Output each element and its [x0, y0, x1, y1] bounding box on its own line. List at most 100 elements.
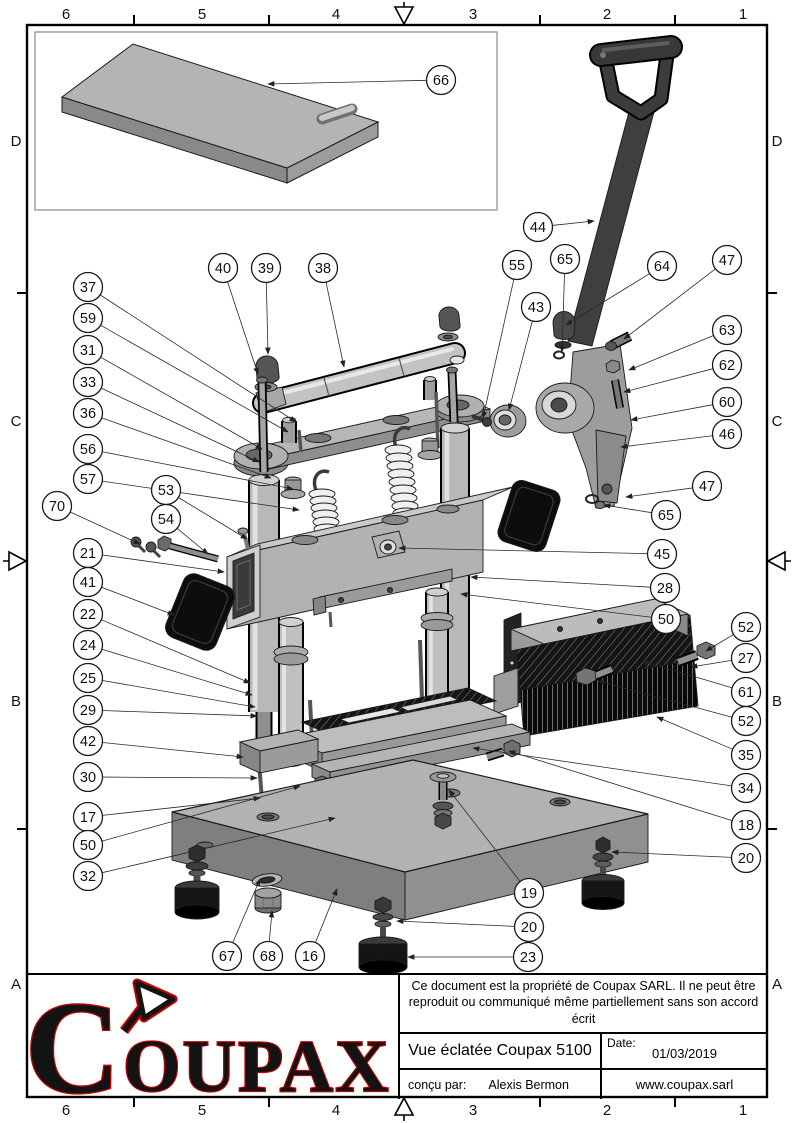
balloon-circle — [72, 629, 104, 661]
part-balloon-42: 42 — [72, 725, 104, 757]
part-balloon-65: 65 — [650, 499, 682, 531]
grid-label: B — [772, 693, 782, 710]
leader-line-70 — [70, 511, 141, 545]
part-balloon-21: 21 — [72, 537, 104, 569]
grid-label: 18 — [738, 818, 754, 834]
leader-line-29 — [102, 710, 258, 719]
part-balloon-56: 56 — [72, 433, 104, 465]
balloon-circle — [711, 386, 743, 418]
grid-label: 63 — [719, 323, 735, 339]
grid-label: 35 — [738, 748, 754, 764]
part-balloon-52: 52 — [730, 705, 762, 737]
part-balloon-32: 32 — [72, 860, 104, 892]
grid-label: 61 — [738, 685, 754, 701]
logo-cell: C OUPAX — [27, 975, 398, 1099]
part-balloon-62: 62 — [711, 349, 743, 381]
part-balloon-67: 67 — [211, 940, 243, 972]
balloon-circle — [650, 603, 682, 635]
part-balloon-55: 55 — [501, 249, 533, 281]
grid-label: 59 — [80, 311, 96, 327]
part-balloon-35: 35 — [730, 739, 762, 771]
grid-label: 2 — [603, 6, 611, 23]
leader-line-21 — [102, 554, 225, 574]
grid-label: 27 — [738, 651, 754, 667]
grid-label: 46 — [719, 427, 735, 443]
balloon-circle — [646, 250, 678, 282]
balloon-circle — [150, 503, 182, 535]
part-balloon-47: 47 — [691, 470, 723, 502]
grid-label: C — [772, 413, 783, 430]
balloon-circle — [513, 877, 545, 909]
leader-line-55 — [481, 279, 515, 419]
leader-line-22 — [101, 619, 251, 684]
balloon-circle — [307, 252, 339, 284]
part-balloon-33: 33 — [72, 366, 104, 398]
balloon-circle — [72, 829, 104, 861]
grid-label: 68 — [260, 949, 276, 965]
balloon-circle — [522, 211, 554, 243]
part-balloon-68: 68 — [252, 940, 284, 972]
balloon-circle — [711, 314, 743, 346]
balloon-circle — [72, 761, 104, 793]
grid-label: 47 — [699, 479, 715, 495]
leader-line-52 — [597, 679, 733, 718]
centring-marks — [3, 2, 791, 1121]
website-cell: www.coupax.sarl — [600, 1070, 767, 1099]
grid-label: D — [11, 133, 22, 150]
link-rod — [252, 342, 466, 414]
base-plate — [171, 759, 649, 921]
grid-label: 23 — [520, 950, 536, 966]
leader-line-19 — [448, 789, 521, 882]
date-value: 01/03/2019 — [651, 1046, 718, 1061]
grid-label: 28 — [657, 581, 673, 597]
leader-line-45 — [398, 545, 648, 555]
leader-line-50 — [460, 591, 652, 618]
part-balloon-29: 29 — [72, 694, 104, 726]
part-balloon-24: 24 — [72, 629, 104, 661]
part-balloon-59: 59 — [72, 302, 104, 334]
balloon-circle — [649, 572, 681, 604]
balloon-circle — [691, 470, 723, 502]
grid-label: 19 — [521, 886, 537, 902]
grid-label: C — [11, 413, 22, 430]
balloon-circle — [207, 252, 239, 284]
grid-label: 65 — [557, 252, 573, 268]
grid-label: 54 — [158, 512, 174, 528]
grid-label: 37 — [80, 280, 96, 296]
leader-lines — [70, 79, 734, 960]
grid-label: 3 — [469, 1102, 477, 1119]
leader-line-61 — [641, 660, 733, 689]
leader-line-60 — [630, 404, 713, 422]
balloon-circle — [72, 725, 104, 757]
leader-line-67 — [232, 878, 261, 943]
balloon-circle — [512, 941, 544, 973]
leader-line-30 — [102, 775, 258, 781]
main-beam — [226, 486, 514, 630]
grid-label: 33 — [80, 375, 96, 391]
leader-line-63 — [628, 335, 714, 371]
logo-rest: OUPAX — [123, 1026, 391, 1099]
balloon-circle — [211, 940, 243, 972]
grid-label: 53 — [158, 483, 174, 499]
grid-label: A — [772, 976, 782, 993]
part-balloon-66: 66 — [425, 64, 457, 96]
balloon-circle — [294, 940, 326, 972]
grid-label: 66 — [433, 73, 449, 89]
balloon-circle — [41, 490, 73, 522]
part-balloon-36: 36 — [72, 397, 104, 429]
designer-label: conçu par: — [408, 1077, 467, 1092]
leader-line-66 — [267, 79, 427, 87]
leader-line-47 — [623, 268, 716, 340]
balloon-circle — [72, 463, 104, 495]
balloon-circle — [730, 809, 762, 841]
part-balloon-39: 39 — [250, 252, 282, 284]
grid-label: 25 — [80, 671, 96, 687]
leader-line-59 — [100, 324, 289, 433]
grid-label: 30 — [80, 770, 96, 786]
grid-label: 36 — [80, 406, 96, 422]
balloon-circle — [72, 366, 104, 398]
balloon-circle — [711, 244, 743, 276]
inset-detail-box — [34, 31, 498, 211]
